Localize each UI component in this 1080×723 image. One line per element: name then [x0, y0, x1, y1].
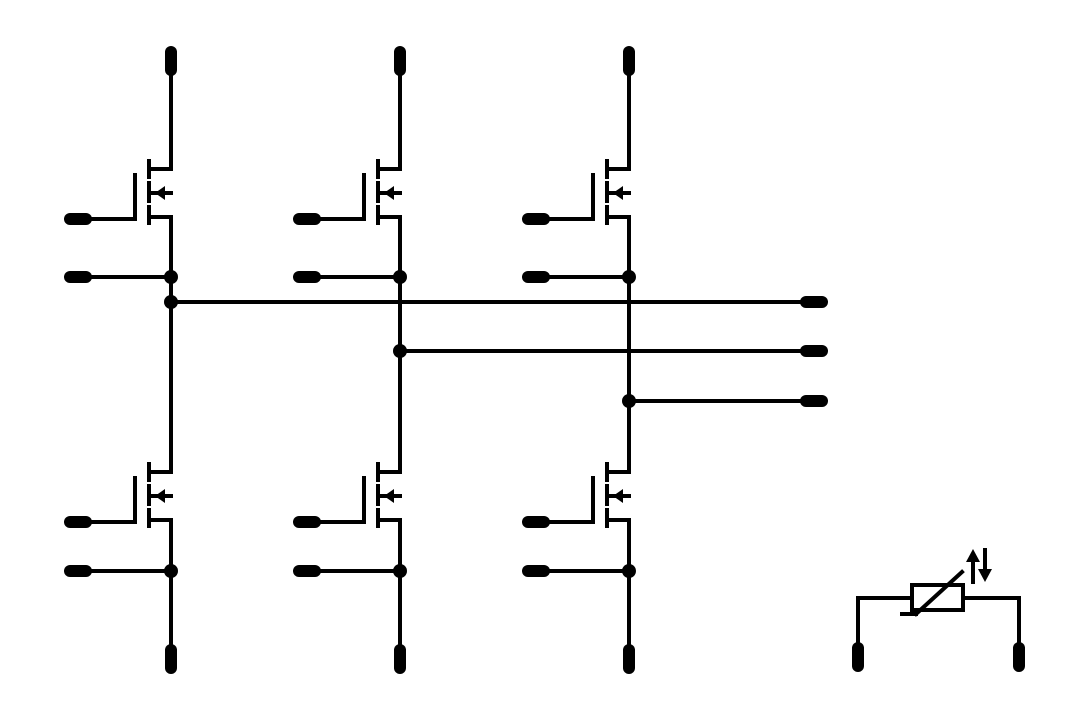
body-arrow-icon — [613, 489, 623, 503]
body-arrow-icon — [384, 186, 394, 200]
lower-mosfet — [68, 462, 173, 528]
upper-mosfet — [297, 159, 402, 225]
body-arrow-icon — [155, 186, 165, 200]
column-3 — [522, 46, 636, 674]
upper-mosfet-group — [68, 159, 173, 279]
temp-down-arrow-icon — [978, 569, 992, 582]
body-arrow-icon — [384, 489, 394, 503]
temp-up-arrow-icon — [966, 549, 980, 562]
body-arrow-icon — [155, 489, 165, 503]
body-arrow-icon — [613, 186, 623, 200]
column-1 — [64, 46, 178, 674]
mosfet-columns — [64, 46, 636, 674]
thermistor-slash — [913, 569, 965, 617]
lower-mosfet-group — [68, 462, 173, 573]
column-2 — [293, 46, 407, 674]
upper-mosfet — [68, 159, 173, 225]
thermistor-body — [910, 583, 965, 612]
schematic-ink — [64, 46, 1025, 674]
upper-mosfet-group — [297, 159, 402, 279]
thermistor-symbol — [852, 548, 1025, 672]
output-buses — [169, 296, 828, 407]
